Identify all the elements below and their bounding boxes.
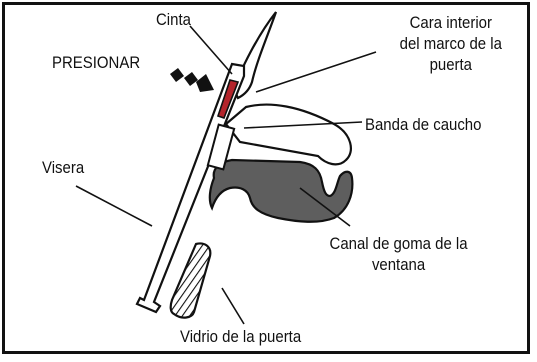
label-presionar: PRESIONAR xyxy=(52,53,141,72)
window-channel-rubber xyxy=(208,158,354,223)
label-canal-goma: Canal de goma de la ventana xyxy=(300,233,497,275)
visor-body xyxy=(135,62,246,314)
door-glass xyxy=(169,242,212,319)
label-banda-caucho: Banda de caucho xyxy=(365,115,482,134)
label-visera: Visera xyxy=(42,158,85,177)
label-cara-interior-line2: del marco de la xyxy=(399,34,502,53)
rubber-band-outline xyxy=(224,103,352,166)
label-cinta: Cinta xyxy=(156,10,191,29)
label-vidrio-puerta: Vidrio de la puerta xyxy=(180,327,302,346)
label-canal-goma-line2: ventana xyxy=(371,255,426,274)
label-cara-interior-line1: Cara interior xyxy=(409,13,492,32)
label-cara-interior: Cara interior del marco de la puerta xyxy=(376,12,526,75)
visor-clip xyxy=(206,123,236,171)
label-canal-goma-line1: Canal de goma de la xyxy=(329,234,468,253)
adhesive-tape xyxy=(216,79,240,119)
label-cara-interior-line3: puerta xyxy=(429,55,473,74)
leader-lines xyxy=(75,25,377,325)
press-arrow-icon xyxy=(170,68,214,92)
